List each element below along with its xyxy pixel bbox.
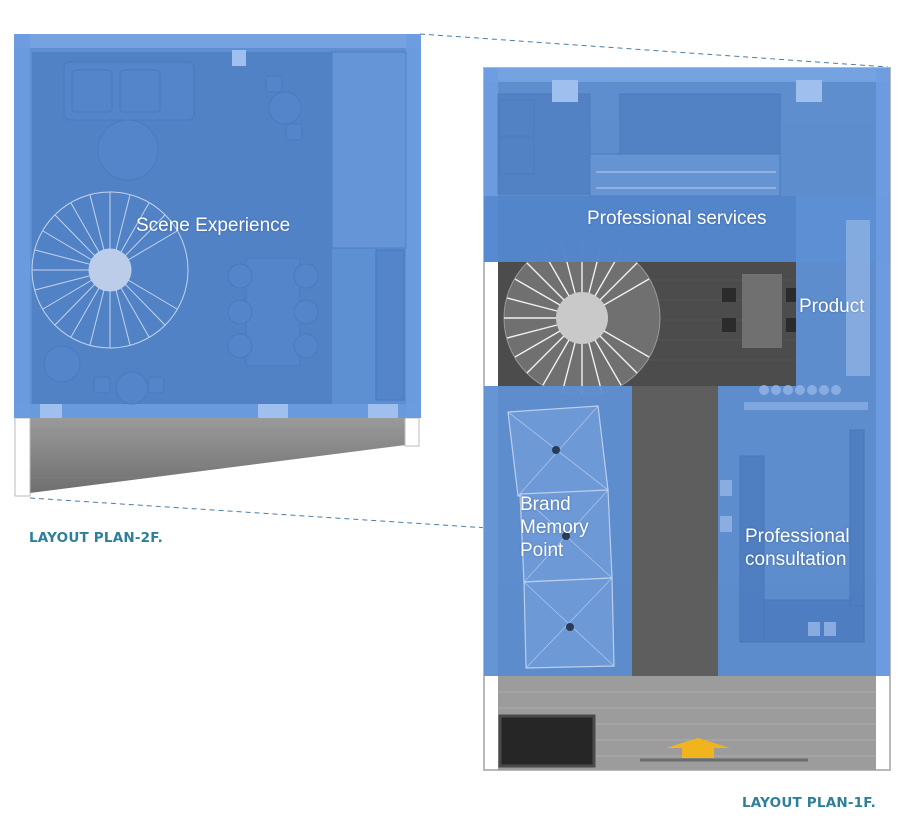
label-brand-line: Brand	[520, 494, 571, 515]
caption-layout-plan-1f: LAYOUT PLAN-1F.	[742, 795, 877, 811]
caption-layout-plan-2f: LAYOUT PLAN-2F.	[29, 530, 164, 546]
wood-floor-strip	[30, 418, 414, 494]
label-professional-services: Professional services	[587, 208, 767, 229]
label-point-line: Point	[520, 540, 564, 561]
label-memory-line: Memory	[520, 517, 589, 538]
label-professional-line: Professional	[745, 526, 850, 547]
label-product: Product	[799, 296, 865, 317]
spiral-staircase-1f	[503, 239, 661, 397]
plan-1f	[483, 67, 891, 771]
spiral-staircase-2f	[31, 191, 189, 349]
label-scene-experience: Scene Experience	[136, 215, 291, 236]
plan-connector-lines	[29, 33, 889, 529]
entrance-arrow-icon	[666, 738, 730, 758]
label-professional-consultation: Professional consultation	[745, 525, 850, 571]
plan-2f	[14, 34, 421, 497]
label-brand-memory-point: Brand Memory Point	[520, 493, 589, 562]
label-consultation-line: consultation	[745, 549, 847, 570]
zone-product	[796, 196, 890, 386]
